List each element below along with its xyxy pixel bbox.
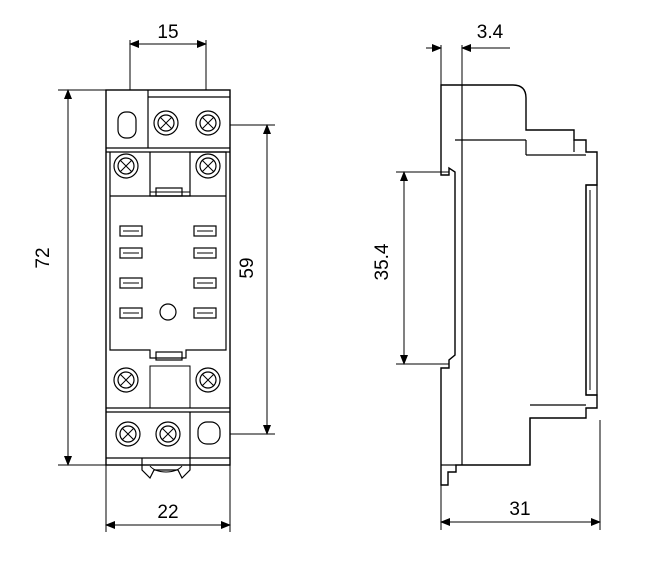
pin-slots-left (119, 225, 143, 319)
screw-upper-right (195, 153, 221, 179)
terminal-screws (113, 110, 221, 447)
dim-label-bottom-width: 22 (157, 502, 178, 523)
screw-bottom-1 (115, 421, 141, 447)
din-clip (141, 458, 191, 480)
screw-lower-left (113, 367, 139, 393)
pin-slots-right (193, 225, 217, 319)
front-view: 15 72 59 22 (33, 22, 275, 532)
dim-label-terminal-spacing: 59 (237, 257, 258, 278)
release-lever-top (117, 111, 137, 139)
dim-label-overall-height: 72 (33, 247, 54, 268)
screw-lower-right (195, 367, 221, 393)
screw-bottom-2 (155, 421, 181, 447)
screw-upper-left (113, 153, 139, 179)
screw-top-2 (195, 110, 221, 136)
release-lever-bottom (197, 421, 221, 445)
dim-label-rail-height: 35.4 (372, 243, 393, 280)
dim-label-top-width: 15 (157, 22, 178, 43)
side-rail-detail (585, 184, 598, 396)
side-view: 3.4 35.4 31 (372, 22, 601, 530)
dim-label-flange-thickness: 3.4 (477, 22, 504, 43)
screw-top-1 (153, 110, 179, 136)
center-key-hole (159, 303, 177, 321)
dim-label-depth: 31 (509, 499, 530, 520)
